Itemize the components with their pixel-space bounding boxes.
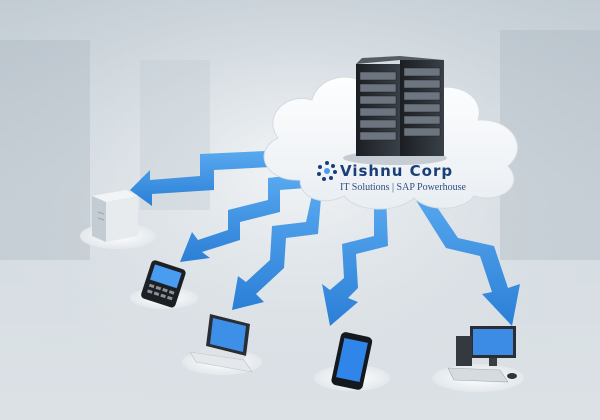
arrows bbox=[130, 150, 520, 326]
background-blur-left bbox=[0, 40, 90, 260]
desktop-computer-icon bbox=[447, 326, 517, 383]
arrow-to-tower-server bbox=[130, 150, 290, 206]
logo-mark-icon bbox=[317, 161, 337, 181]
tower-server-icon bbox=[92, 190, 138, 242]
arrow-to-laptop bbox=[232, 186, 322, 310]
arrow-to-smartphone-2 bbox=[322, 194, 388, 326]
arrow-to-smartphone-1 bbox=[180, 174, 306, 262]
arrow-to-desktop bbox=[412, 188, 520, 326]
logo-name: Vishnu Corp bbox=[340, 162, 454, 180]
laptop-icon bbox=[189, 314, 253, 373]
logo-tagline: IT Solutions | SAP Powerhouse bbox=[340, 182, 466, 193]
smartphone-icon bbox=[141, 260, 186, 308]
server-rack-icon bbox=[343, 56, 447, 165]
smartphone-icon bbox=[331, 332, 373, 390]
company-logo: Vishnu Corp IT Solutions | SAP Powerhous… bbox=[316, 160, 466, 200]
